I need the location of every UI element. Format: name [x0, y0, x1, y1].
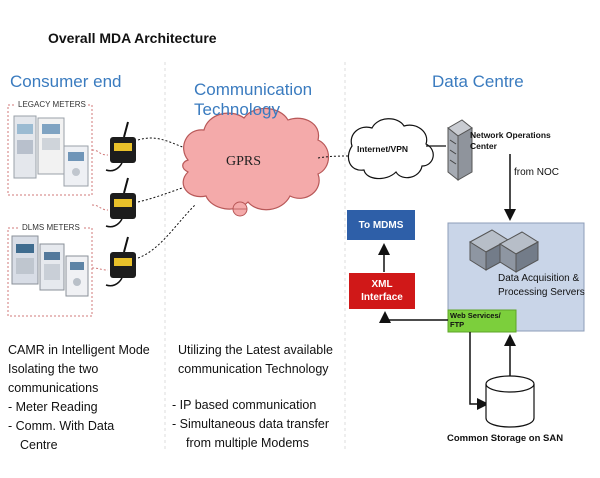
noc-server-icon: [447, 119, 473, 182]
internet-vpn-cloud: [347, 118, 434, 180]
to-mdms-box: [347, 210, 415, 240]
comm-bullet-2a: - Simultaneous data transfer: [172, 417, 330, 431]
comm-bullet-1: - IP based communication: [172, 398, 317, 412]
servers-label-line2: Processing Servers: [498, 287, 585, 298]
dlms-meter-2: [39, 243, 65, 291]
servers-label-line1: Data Acquisition &: [498, 273, 580, 284]
consumer-bullet-2b: Centre: [20, 438, 58, 452]
legacy-meter-1: [13, 115, 37, 179]
connector-legacy-modem: [91, 149, 109, 156]
dlms-meter-3: [65, 255, 89, 297]
page-title: Overall MDA Architecture: [48, 30, 217, 46]
section-communication: Communication: [194, 80, 313, 99]
xml-label-line1: XML: [371, 278, 393, 290]
link-modem2-gprs: [137, 185, 189, 203]
to-mdms-label: To MDMS: [358, 219, 404, 231]
xml-interface-box: [349, 273, 415, 309]
modem-3: [105, 236, 136, 287]
comm-text-line1: Utilizing the Latest available: [178, 343, 333, 357]
from-noc-label: from NOC: [514, 167, 559, 178]
web-services-label-line1: Web Services/: [450, 311, 501, 320]
link-modem1-gprs: [137, 137, 186, 149]
comm-bullet-2b: from multiple Modems: [186, 436, 309, 450]
xml-label-line2: Interface: [361, 291, 403, 303]
san-storage-icon: [485, 375, 535, 428]
web-services-label-line2: FTP: [450, 320, 465, 329]
noc-label-line1: Network Operations: [470, 130, 551, 140]
legacy-meters-label: LEGACY METERS: [16, 100, 88, 109]
gprs-label: GPRS: [226, 154, 262, 169]
link-gprs-internet: [317, 155, 351, 159]
modem-1: [105, 121, 136, 172]
comm-text-line2: communication Technology: [178, 362, 329, 376]
connector-dlms-modem: [91, 267, 109, 271]
servers-icon: [469, 229, 539, 273]
consumer-text-line2: Isolating the two: [8, 362, 99, 376]
section-data-centre: Data Centre: [432, 72, 524, 91]
link-modem3-gprs: [137, 204, 196, 259]
section-consumer-end: Consumer end: [10, 72, 122, 91]
legacy-meter-2: [37, 117, 65, 175]
consumer-bullet-2a: - Comm. With Data: [8, 419, 115, 433]
dlms-meters-label: DLMS METERS: [20, 223, 82, 232]
consumer-text-line3: communications: [8, 381, 99, 395]
consumer-text-line1: CAMR in Intelligent Mode: [8, 343, 150, 357]
consumer-bullet-1: - Meter Reading: [8, 400, 98, 414]
section-technology: Technology: [194, 100, 281, 119]
legacy-meter-3: [63, 145, 89, 187]
connector-mid-modem: [91, 204, 109, 211]
storage-label: Common Storage on SAN: [447, 433, 564, 444]
dlms-meter-1: [11, 235, 39, 285]
arrow-web-storage: [469, 332, 489, 410]
web-services-bar: [447, 309, 517, 333]
internet-vpn-label: Internet/VPN: [357, 144, 409, 154]
arrow-webservices-xml: [379, 311, 448, 323]
gprs-cloud: [182, 107, 330, 211]
noc-label-line2: Center: [470, 141, 497, 151]
modem-2: [105, 177, 136, 228]
